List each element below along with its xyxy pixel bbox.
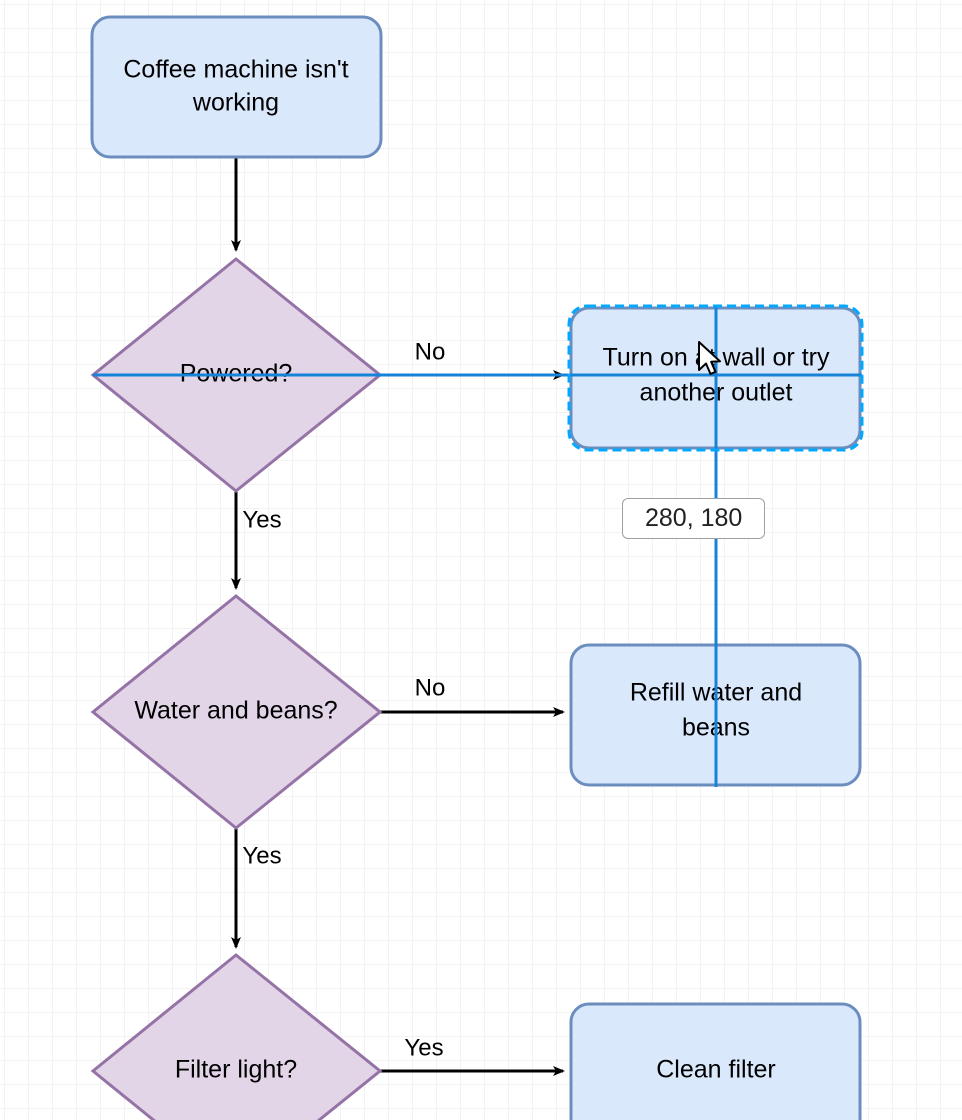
node-clean-filter-label: Clean filter bbox=[656, 1056, 776, 1084]
edge-label-no-water-beans: No bbox=[415, 674, 446, 701]
edge-water-beans-to-filter-light[interactable]: Yes bbox=[231, 828, 282, 949]
selection-outline[interactable] bbox=[567, 304, 864, 452]
edge-water-beans-to-refill[interactable]: No bbox=[380, 674, 565, 717]
edge-powered-to-water-beans[interactable]: Yes bbox=[231, 491, 282, 590]
node-start-shape[interactable] bbox=[90, 15, 383, 159]
drag-coordinates-value: 280, 180 bbox=[645, 504, 743, 532]
edge-label-yes-water-beans: Yes bbox=[242, 842, 281, 869]
edge-label-no-powered: No bbox=[415, 338, 446, 365]
node-clean-filter[interactable]: Clean filter bbox=[569, 1002, 862, 1120]
drag-coordinates-tooltip: 280, 180 bbox=[622, 498, 766, 539]
edge-filter-light-to-clean-filter[interactable]: Yes bbox=[380, 1034, 565, 1076]
node-filter-light-label: Filter light? bbox=[175, 1056, 297, 1084]
node-filter-light-shape[interactable] bbox=[90, 953, 383, 1120]
node-water-beans-label: Water and beans? bbox=[134, 697, 337, 725]
edge-label-yes-powered: Yes bbox=[242, 506, 281, 533]
node-start[interactable]: Coffee machine isn't working bbox=[90, 15, 383, 159]
node-water-beans[interactable]: Water and beans? bbox=[90, 594, 383, 830]
node-water-beans-shape[interactable] bbox=[90, 594, 383, 830]
node-start-label-line1: Coffee machine isn't bbox=[123, 56, 348, 84]
node-filter-light[interactable]: Filter light? bbox=[90, 953, 383, 1120]
node-clean-filter-shape[interactable] bbox=[569, 1002, 862, 1120]
edge-label-yes-filter-light: Yes bbox=[404, 1034, 443, 1061]
node-start-label-line2: working bbox=[192, 89, 279, 117]
